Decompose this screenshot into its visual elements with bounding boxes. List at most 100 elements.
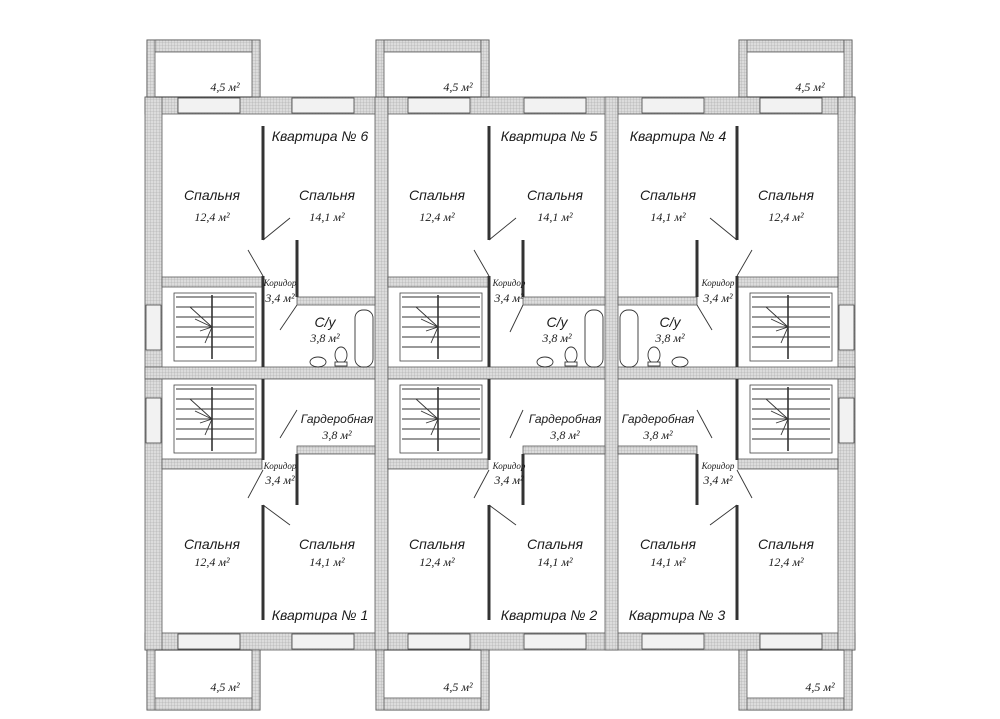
stair-tread [775,326,789,332]
stair-wall [161,276,263,288]
door-swing [279,409,298,439]
balcony-area-label: 4,5 м² [805,680,835,694]
bedroom-area: 14,1 м² [537,555,573,569]
labels: 4,5 м² 4,5 м² 4,5 м² 4,5 м² 4,5 м² 4,5 м… [184,80,835,694]
window [759,633,823,650]
corridor-area: 3,4 м² [264,473,295,487]
stair-outline [173,292,257,362]
stair-outline [399,292,483,362]
stair-wall [737,458,839,470]
toilet-icon [564,346,578,364]
bathroom-label: С/у [315,314,337,330]
bathroom-area: 3,8 м² [309,331,340,345]
bedroom-area: 14,1 м² [309,210,345,224]
window [145,397,162,444]
stair-tread [189,306,213,328]
window [641,633,705,650]
balcony-parapet [146,649,156,711]
toilet-icon [564,361,578,367]
apartment-6-title: Квартира № 6 [272,128,369,144]
balcony-parapet [375,39,385,98]
balcony-area-label: 4,5 м² [443,80,473,94]
door-swing [262,217,291,241]
corridor-label: Коридор [492,278,526,288]
corridor-area: 3,4 м² [493,291,524,305]
stair-tread [199,326,213,332]
sink-icon [536,356,554,368]
stair-outline [399,384,483,454]
balcony-parapet [251,649,261,711]
balcony-parapet [843,39,853,98]
balcony-area-label: 4,5 м² [210,80,240,94]
partitions [261,126,739,620]
bedroom-area: 12,4 м² [194,555,230,569]
door-swing [247,469,264,499]
corridor-area: 3,4 м² [702,291,733,305]
stair-tread [425,418,439,424]
sink-icon [309,356,327,368]
stair-outline [749,384,833,454]
bedroom-label: Спальня [409,187,465,203]
balcony-area-label: 4,5 м² [795,80,825,94]
wardrobe-label: Гардеробная [622,412,695,426]
window [759,97,823,114]
door-swing [736,249,753,277]
bedroom-area: 12,4 м² [194,210,230,224]
bedroom-label: Спальня [299,187,355,203]
wardrobe-wall [296,445,376,455]
bedroom-area: 14,1 м² [650,210,686,224]
toilet-icon [647,346,661,364]
window [291,633,355,650]
stair-tread [420,410,439,420]
toilet-icon [334,361,348,367]
wardrobe-wall [522,445,606,455]
stair-tread [415,306,439,328]
stair-tread [204,326,213,344]
stair-tread [430,418,439,436]
corridor-label: Коридор [701,461,735,471]
outer-wall-bottom [144,632,856,651]
apartment-3-title: Квартира № 3 [629,607,726,623]
stair-tread [415,398,439,420]
bedroom-area: 14,1 м² [650,555,686,569]
window [523,97,587,114]
door-swing [736,469,753,499]
door-swing [488,504,517,526]
stair-tread [189,398,213,420]
bedroom-label: Спальня [640,536,696,552]
window [177,97,241,114]
stair-tread [765,306,789,328]
bathtub-icon [619,309,639,368]
stair-tread [425,326,439,332]
bathroom-wall [617,296,698,306]
window [145,304,162,351]
bathroom-wall [296,296,376,306]
bedroom-area: 12,4 м² [768,555,804,569]
balcony-parapet [375,39,490,53]
fixtures [309,309,689,368]
stair-tread [770,410,789,420]
stair-tread [775,418,789,424]
corridor-area: 3,4 м² [264,291,295,305]
wardrobe-label: Гардеробная [301,412,374,426]
door-swing [509,409,524,439]
stair-tread [780,326,789,344]
door-swing [709,504,738,526]
window [641,97,705,114]
apartment-1-title: Квартира № 1 [272,607,369,623]
wardrobe-wall [617,445,698,455]
stair-outline [173,384,257,454]
wardrobe-area: 3,8 м² [321,428,352,442]
balcony-parapet [738,697,853,711]
bedroom-label: Спальня [299,536,355,552]
balcony-parapet [375,697,490,711]
stair-tread [199,418,213,424]
stairs [173,292,833,454]
balcony-area-label: 4,5 м² [210,680,240,694]
window [838,304,855,351]
door-swing [473,469,490,499]
wardrobe-area: 3,8 м² [642,428,673,442]
outer-wall-top [144,96,856,115]
stair-tread [765,398,789,420]
